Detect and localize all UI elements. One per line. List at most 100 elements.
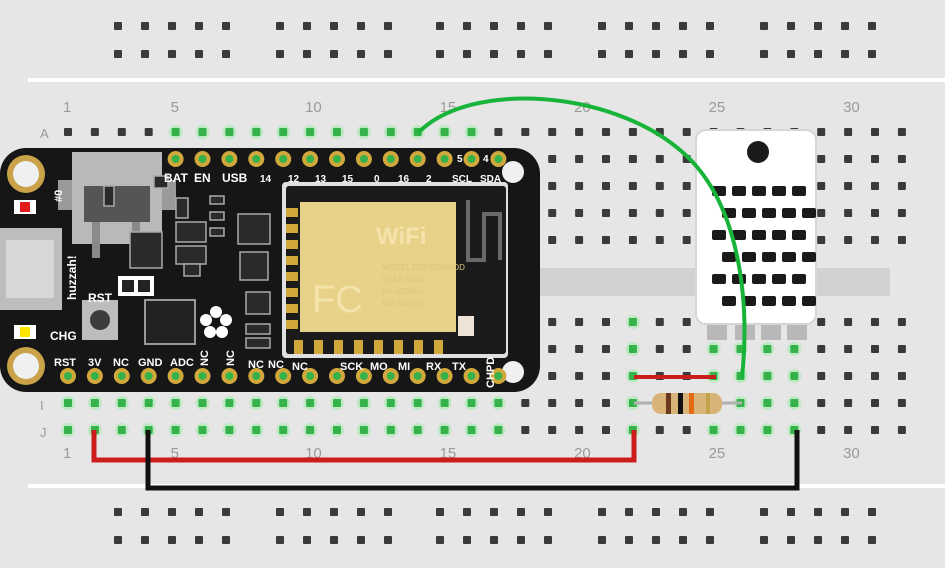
column-number: 5: [171, 99, 179, 116]
resistor-band-2: [678, 393, 683, 414]
terminal-hole: [602, 345, 610, 353]
rail-hole: [463, 22, 471, 30]
terminal-hole: [548, 372, 557, 380]
top-pin-label: SCL: [452, 174, 472, 185]
terminal-hole: [897, 372, 906, 380]
rail-hole: [436, 22, 444, 30]
column-number: 1: [63, 99, 71, 116]
terminal-hole: [897, 426, 906, 434]
rail-hole: [814, 536, 822, 544]
top-pin-label: BAT: [164, 171, 188, 185]
rail-hole: [357, 50, 365, 58]
led-chg: [20, 327, 30, 337]
terminal-hole: [548, 426, 557, 434]
rail-hole: [814, 50, 822, 58]
terminal-hole: [897, 236, 906, 244]
grille-slot: [802, 252, 816, 262]
rail-hole: [384, 50, 392, 58]
bottom-pin-label: MO: [370, 361, 388, 373]
header-pin-hole: [144, 372, 153, 380]
bottom-pin-label: NC: [225, 350, 237, 366]
rail-hole: [276, 536, 284, 544]
top-pin-label: 12: [288, 174, 300, 185]
smd-part: [245, 337, 271, 349]
smd-part: [129, 231, 163, 269]
rail-hole: [679, 508, 687, 516]
fc-logo: FC: [312, 279, 363, 321]
rst-jumper-pad-1: [122, 280, 134, 292]
terminal-hole: [628, 345, 637, 353]
rail-hole: [841, 508, 849, 516]
terminal-hole: [198, 399, 207, 407]
grille-slot: [712, 274, 726, 284]
terminal-hole: [871, 182, 879, 190]
terminal-hole: [655, 318, 664, 326]
terminal-hole: [655, 426, 664, 434]
top-pin-label: SDA: [480, 174, 501, 185]
rail-hole: [436, 50, 444, 58]
grille-slot: [792, 230, 806, 240]
esp-text-3: PA +25dBm: [382, 287, 424, 296]
terminal-hole: [817, 209, 826, 217]
terminal-hole: [763, 345, 772, 353]
terminal-hole: [602, 155, 610, 163]
rail-hole: [760, 536, 768, 544]
rail-hole: [544, 50, 552, 58]
bottom-pin-label: 3V: [88, 357, 102, 369]
terminal-hole: [844, 155, 853, 163]
terminal-hole: [763, 399, 772, 407]
terminal-hole: [871, 345, 879, 353]
micro-usb-face: [6, 240, 54, 298]
grille-slot: [762, 296, 776, 306]
rail-hole: [276, 50, 284, 58]
rail-hole: [544, 536, 552, 544]
mount-hole-top-inner: [13, 161, 39, 187]
rail-hole: [330, 508, 338, 516]
esp-pad: [286, 320, 298, 329]
column-number: 30: [843, 99, 860, 116]
terminal-hole: [225, 426, 234, 434]
esp-pad: [314, 340, 323, 354]
terminal-hole: [359, 399, 368, 407]
grille-slot: [752, 186, 766, 196]
header-pin-hole: [225, 372, 234, 380]
esp-pad: [286, 240, 298, 249]
header-pin-hole: [494, 155, 503, 163]
smd-part: [103, 185, 115, 207]
terminal-hole: [628, 182, 637, 190]
terminal-hole: [844, 182, 853, 190]
terminal-hole: [575, 209, 584, 217]
rail-hole: [195, 508, 203, 516]
grille-slot: [732, 186, 746, 196]
terminal-hole: [790, 345, 799, 353]
terminal-hole: [467, 426, 476, 434]
grille-slot: [722, 252, 736, 262]
rail-hole: [463, 536, 471, 544]
rail-hole: [222, 22, 230, 30]
terminal-hole: [602, 182, 610, 190]
smd-components: [103, 175, 271, 349]
terminal-hole: [602, 318, 610, 326]
header-pin-hole: [198, 372, 207, 380]
rail-hole: [652, 22, 660, 30]
terminal-hole: [144, 128, 153, 136]
header-pin-hole: [306, 372, 315, 380]
terminal-hole: [790, 399, 799, 407]
terminal-hole: [602, 372, 610, 380]
terminal-hole: [90, 399, 99, 407]
bottom-pin-label: TX: [452, 361, 467, 373]
top-pin-label: 13: [315, 174, 327, 185]
terminal-hole: [844, 128, 853, 136]
rail-hole: [625, 508, 633, 516]
header-pin-hole: [90, 372, 99, 380]
bottom-pin-label: NC: [113, 357, 129, 369]
top-pin-label: 14: [260, 174, 272, 185]
terminal-hole: [548, 128, 557, 136]
terminal-hole: [871, 209, 879, 217]
esp-pad: [286, 208, 298, 217]
bottom-pin-label: NC: [292, 361, 308, 373]
terminal-hole: [844, 236, 853, 244]
rail-hole: [303, 22, 311, 30]
